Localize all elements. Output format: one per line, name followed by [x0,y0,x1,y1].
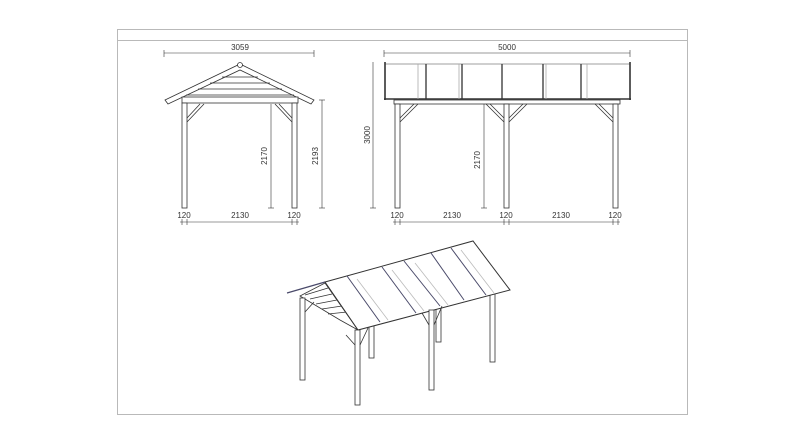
dim-side-post-3: 120 [608,211,622,220]
dim-front-post-right: 120 [287,211,301,220]
dim-front-overall-width: 3059 [231,43,249,52]
dim-side-total-height: 3000 [363,126,372,144]
dim-side-clear-height: 2170 [473,151,482,169]
dim-front-eave-height: 2193 [311,147,320,165]
sheet-header-bar [118,30,687,41]
dim-side-span-2: 2130 [552,211,570,220]
dim-side-span-1: 2130 [443,211,461,220]
dim-side-post-1: 120 [390,211,404,220]
side-view [370,50,631,225]
dim-front-clear-height: 2170 [260,147,269,165]
isometric-view [286,240,511,406]
dim-front-post-left: 120 [177,211,191,220]
dim-front-span: 2130 [231,211,249,220]
dim-side-overall-length: 5000 [498,43,516,52]
front-view [163,50,325,225]
dim-side-post-2: 120 [499,211,513,220]
